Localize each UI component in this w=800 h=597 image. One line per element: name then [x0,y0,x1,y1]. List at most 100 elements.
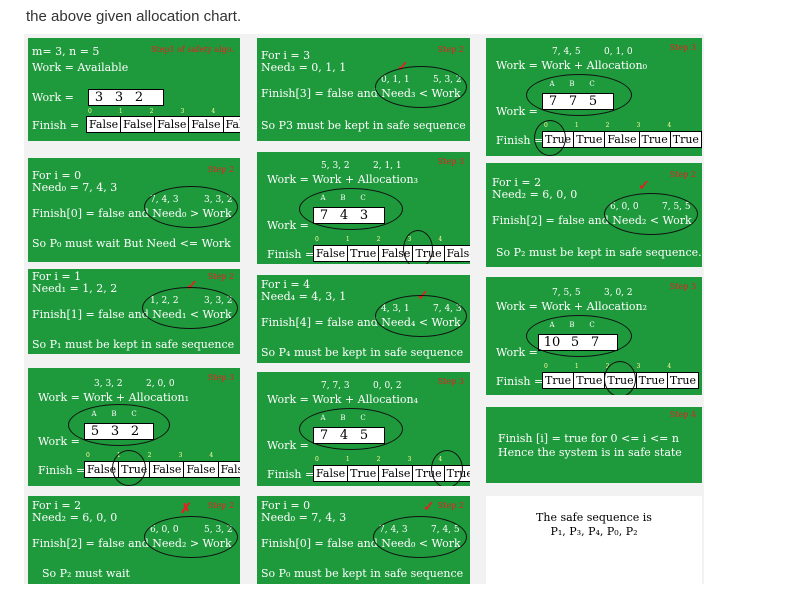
vector-text: 3, 3, 2 [94,379,123,389]
panel-text: So P₂ must wait [42,567,130,580]
work-value: 3 [94,90,104,105]
step-label: Step 2 [207,501,234,510]
vector-text: 7, 4, 3 [379,525,408,535]
check-mark: ✓ [186,278,198,294]
panel-check-p2-again: Step 2 For i = 2 Need₂ = 6, 0, 0 ✓ 6, 0,… [486,163,702,267]
caption: the above given allocation chart. [26,8,242,25]
vector-text: 2, 1, 1 [373,161,402,171]
panel-text: So P3 must be kept in safe sequence [261,119,466,132]
vector-text: 3, 0, 2 [604,288,633,298]
panel-text: For i = 0 [32,169,82,182]
panel-text: Work = Work + Allocation₁ [38,391,190,404]
vector-text: 0, 1, 0 [604,47,633,57]
vector-text: 5, 3, 2 [433,75,462,85]
finish-array: FalseTrueFalseFalseFalse [84,461,240,478]
check-mark: ✓ [397,59,409,75]
vector-text: 7, 4, 3 [433,304,462,314]
panel-text: Need₂ = 6, 0, 0 [32,511,118,524]
panel-check-p4: For i = 4 Need₄ = 4, 3, 1 ✓ 4, 3, 1 7, 4… [257,275,470,363]
panel-update-p0: Step 3 7, 4, 5 0, 1, 0 Work = Work + All… [486,38,702,156]
panel-text: So P₀ must be kept in safe sequence [261,567,464,580]
finish-label: Finish = [38,464,86,477]
step-label: Step 3 [669,43,696,52]
work-label: Work = [267,439,309,452]
step-label: Step 2 [669,170,696,179]
step-label: Step 4 [669,410,696,419]
finish-label: Finish = [267,248,315,261]
step-label: Step 3 [207,373,234,382]
panel-text: Work = Work + Allocation₂ [496,300,648,313]
step-label: Step 2 [437,501,464,510]
step-label: Step 2 [437,45,464,54]
panel-text: Finish[3] = false and Need₃ < Work [261,87,461,100]
panel-text: Work = Work + Allocation₀ [496,59,648,72]
vector-text: 5, 3, 2 [321,161,350,171]
panel-text: Finish[0] = false and Need₀ > Work [32,207,232,220]
panel-check-p1: Step 2 For i = 1 Need₁ = 1, 2, 2 ✓ 1, 2,… [28,269,240,354]
panel-update-p2: Step 3 7, 5, 5 3, 0, 2 Work = Work + All… [486,277,702,395]
safe-sequence-value: P₁, P₃, P₄, P₀, P₂ [550,525,638,538]
panel-text: So P₂ must be kept in safe sequence. [496,246,702,259]
panel-text: For i = 4 [261,278,311,291]
check-mark: ✓ [423,499,435,515]
work-vector: 3 3 2 [88,89,164,106]
panel-text: Work = Work + Allocation₃ [267,173,419,186]
vector-text: 0, 0, 2 [373,381,402,391]
step-label: Step 2 [207,165,234,174]
panel-text: For i = 2 [492,176,542,189]
panel-text: So P₁ must be kept in safe sequence [32,338,235,351]
cross-mark: ✗ [180,501,192,517]
step-label: Step 3 [437,157,464,166]
panel-text: Need₁ = 1, 2, 2 [32,282,118,295]
panel-check-p3: Step 2 For i = 3 Need₃ = 0, 1, 1 ✓ 0, 1,… [257,38,470,141]
panel-text: m= 3, n = 5 [32,45,100,58]
panel-check-p0: Step 2 For i = 0 Need₀ = 7, 4, 3 7, 4, 3… [28,158,240,262]
vector-text: 6, 0, 0 [150,525,179,535]
work-label: Work = [267,219,309,232]
panel-text: Work = Work + Allocation₄ [267,393,419,406]
panel-text: Need₂ = 6, 0, 0 [492,188,578,201]
panel-text: So P₄ must be kept in safe sequence [261,346,464,359]
finish-array: FalseFalseFalseFalseFalse [86,116,240,133]
panel-safe-sequence: The safe sequence is P₁, P₃, P₄, P₀, P₂ [486,496,702,584]
panel-text: For i = 2 [32,499,82,512]
finish-label: Finish = [267,468,315,481]
panel-text: Finish[1] = false and Need₁ < Work [32,308,232,321]
panel-text: Finish [i] = true for 0 <= i <= n [498,432,679,445]
vector-text: 7, 4, 5 [552,47,581,57]
panel-initial: m= 3, n = 5 Work = Available Step1 of sa… [28,38,240,141]
vector-text: 6, 0, 0 [610,202,639,212]
vector-text: 7, 7, 3 [321,381,350,391]
vector-text: 7, 5, 5 [662,202,691,212]
panel-update-p4: Step 3 7, 7, 3 0, 0, 2 Work = Work + All… [257,372,470,486]
panel-text: Finish[2] = false and Need₂ < Work [492,214,692,227]
panel-update-p1: Step 3 3, 3, 2 2, 0, 0 Work = Work + All… [28,368,240,486]
vector-text: 4, 3, 1 [381,304,410,314]
vector-text: 2, 0, 0 [146,379,175,389]
panel-text: Need₃ = 0, 1, 1 [261,61,347,74]
finish-label: Finish = [32,119,80,132]
step-label: Step1 of safety algo. [150,45,234,54]
step-label: Step 3 [437,377,464,386]
panel-text: For i = 3 [261,49,311,62]
panel-check-p0-again: Step 2 For i = 0 Need₀ = 7, 4, 3 ✓ 7, 4,… [257,496,470,584]
safe-sequence-title: The safe sequence is [536,511,652,524]
vector-text: 3, 3, 2 [204,195,233,205]
panel-update-p3: Step 3 5, 3, 2 2, 1, 1 Work = Work + All… [257,152,470,264]
panel-text: Finish[4] = false and Need₄ < Work [261,316,461,329]
check-mark: ✓ [638,178,650,194]
step-label: Step 3 [669,282,696,291]
work-label: Work = [32,91,74,104]
vector-text: 1, 2, 2 [150,296,179,306]
